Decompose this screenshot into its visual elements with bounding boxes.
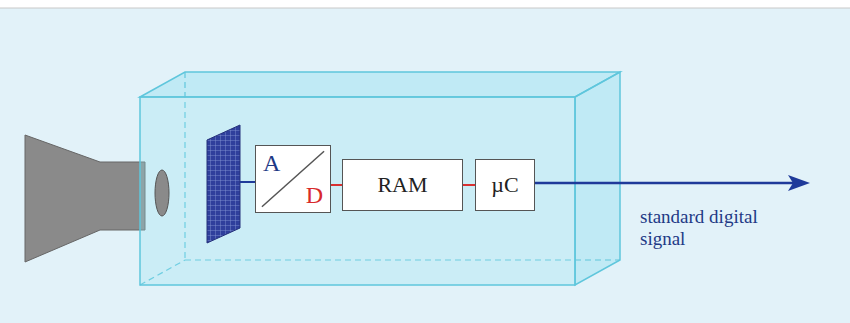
lens-element (155, 170, 169, 216)
bus-wire (331, 184, 342, 186)
upper-letter: A (263, 151, 280, 175)
box-label: µC (491, 174, 518, 196)
housing-top (140, 72, 620, 97)
sensor-wire (240, 181, 256, 183)
converter-box: AD (255, 145, 331, 213)
housing-front (140, 97, 575, 285)
memory-box: RAM (342, 159, 463, 211)
top-strip (0, 0, 850, 8)
microcontroller-box: µC (475, 159, 535, 211)
slash-line (262, 151, 324, 206)
lower-letter: D (306, 183, 323, 207)
output-arrow (535, 182, 795, 185)
top-rule (0, 8, 850, 9)
image-sensor (207, 125, 240, 243)
objective-lens (25, 135, 145, 262)
box-label: RAM (377, 174, 427, 196)
bus-wire (463, 184, 475, 186)
output-arrowhead (788, 175, 810, 191)
housing-side (575, 72, 620, 285)
signal-label: standard digital signal (640, 206, 800, 250)
